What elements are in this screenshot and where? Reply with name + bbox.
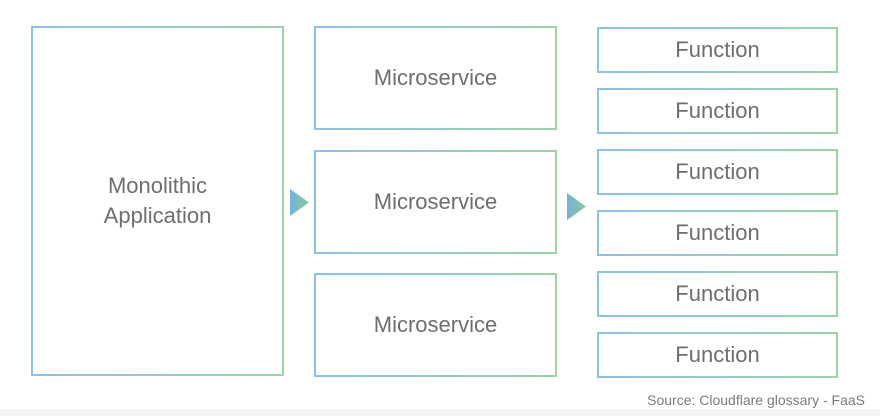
flow-arrow-right-icon <box>290 189 309 216</box>
microservice-box: Microservice <box>314 273 557 377</box>
microservices-column: Microservice Microservice Microservice <box>314 26 557 377</box>
function-label: Function <box>675 98 760 123</box>
function-box: Function <box>597 332 838 378</box>
microservice-box: Microservice <box>314 26 557 130</box>
microservice-label: Microservice <box>373 65 498 90</box>
function-label: Function <box>675 159 760 184</box>
function-box: Function <box>597 88 838 134</box>
function-label: Function <box>675 220 760 245</box>
function-box: Function <box>597 271 838 317</box>
microservice-box: Microservice <box>314 149 557 254</box>
function-label: Function <box>675 281 760 306</box>
bottom-strip <box>0 409 880 416</box>
monolith-label: Monolithic Application <box>103 173 212 228</box>
function-box: Function <box>597 149 838 195</box>
function-box: Function <box>597 210 838 256</box>
microservice-label: Microservice <box>373 312 498 337</box>
function-box: Function <box>597 27 838 73</box>
function-label: Function <box>675 342 760 367</box>
functions-column: Function Function Function Function Func… <box>597 27 838 378</box>
function-label: Function <box>675 37 760 62</box>
flow-arrow-right-icon <box>567 193 586 220</box>
source-caption: Source: Cloudflare glossary - FaaS <box>647 392 865 408</box>
monolith-box: Monolithic Application <box>31 26 284 376</box>
microservice-label: Microservice <box>373 188 498 214</box>
